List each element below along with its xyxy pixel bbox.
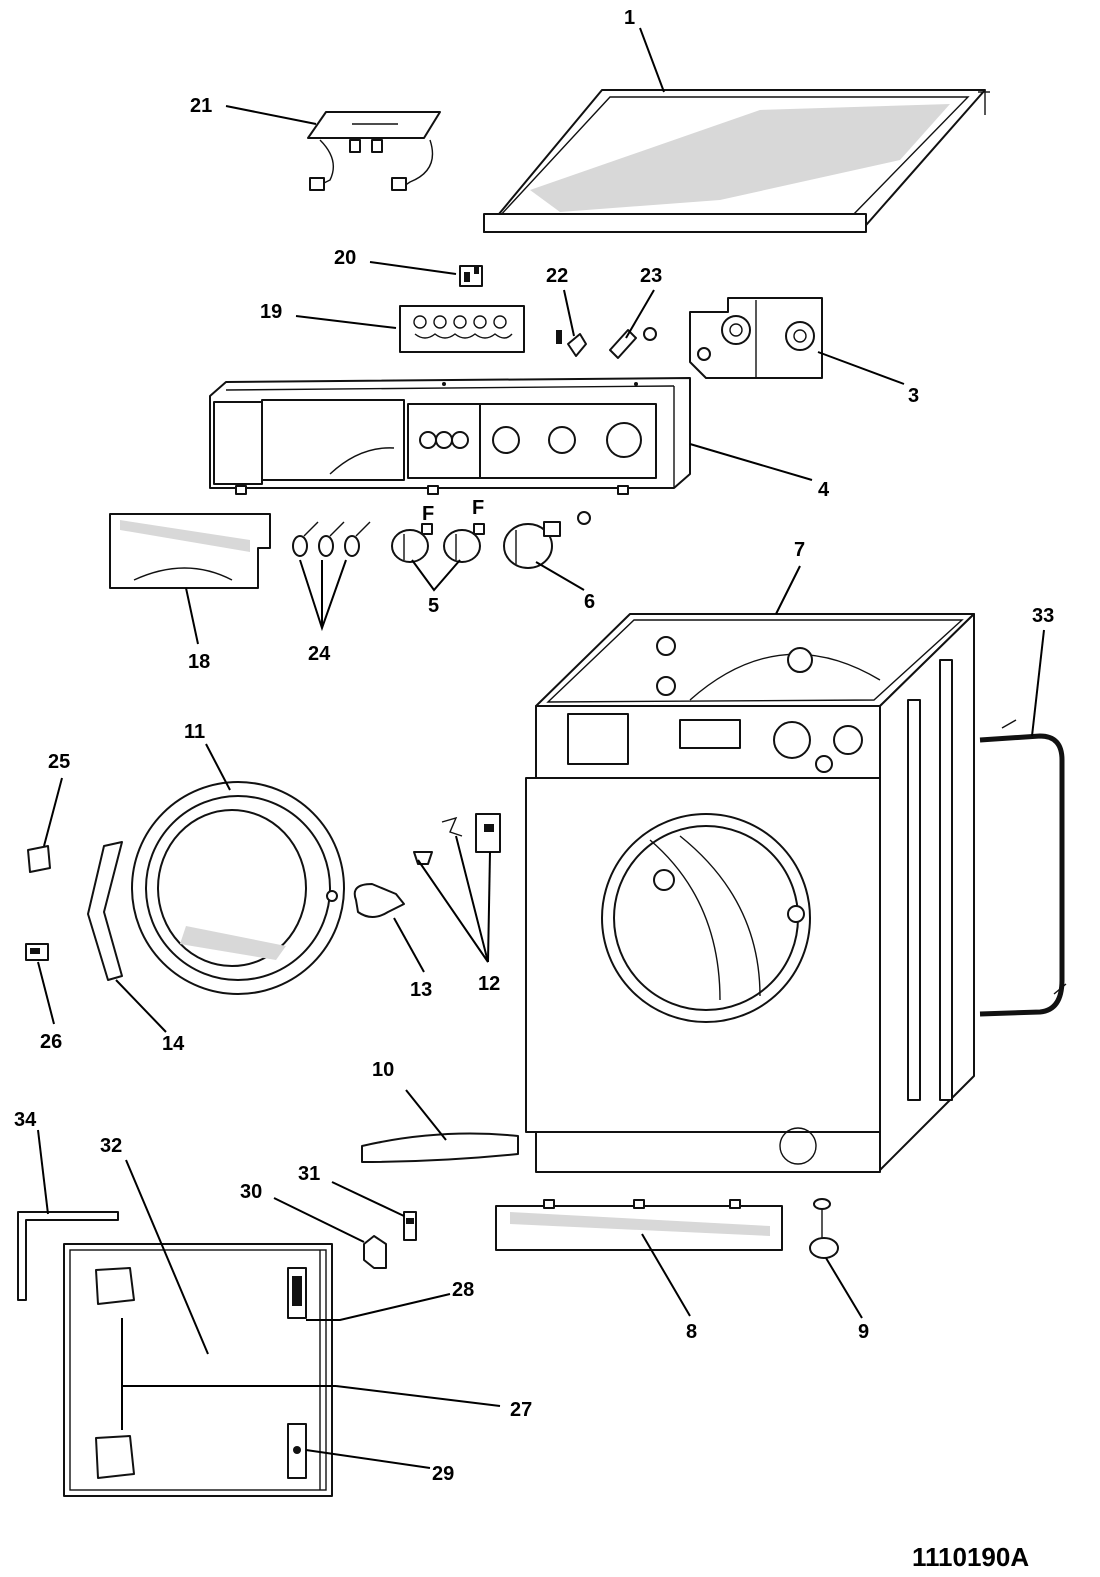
seal-wire-part (979, 719, 1067, 1017)
kickplate-part (495, 1199, 783, 1251)
adjustable-foot-part (809, 1198, 839, 1259)
hook-part-25 (27, 845, 51, 873)
trim-strip-part (17, 1211, 119, 1301)
clip-part-31 (403, 1211, 417, 1241)
callout-12: 12 (478, 973, 500, 995)
top-bracket-part (307, 111, 441, 191)
selector-knobs-part: F F (391, 497, 485, 563)
callout-3: 3 (908, 385, 919, 407)
callout-labels: 1 3 4 5 6 7 8 9 10 11 12 13 14 18 19 20 … (14, 7, 1054, 1485)
door-handle-part (353, 883, 405, 918)
callout-7: 7 (794, 539, 805, 561)
callout-11: 11 (184, 721, 205, 743)
callout-25: 25 (48, 751, 70, 773)
door-hinge-part (87, 841, 123, 981)
callout-26: 26 (40, 1031, 62, 1053)
bracket-part-30 (363, 1235, 387, 1269)
clip-part-20 (459, 265, 483, 287)
callout-9: 9 (858, 1321, 869, 1343)
callout-4: 4 (818, 479, 830, 501)
callout-29: 29 (432, 1463, 454, 1485)
svg-text:F: F (472, 497, 484, 519)
callout-6: 6 (584, 591, 595, 613)
push-buttons-part (292, 521, 371, 557)
callout-34: 34 (14, 1109, 37, 1131)
diagram-reference-code: 1110190A (912, 1542, 1029, 1572)
callout-32: 32 (100, 1135, 122, 1157)
indicator-board-part (399, 305, 525, 353)
detergent-drawer-part (109, 513, 271, 589)
callout-24: 24 (308, 643, 331, 665)
switch-part-22 (556, 330, 587, 357)
callout-1: 1 (624, 7, 635, 29)
callout-19: 19 (260, 301, 282, 323)
callout-8: 8 (686, 1321, 697, 1343)
callout-18: 18 (188, 651, 210, 673)
callout-30: 30 (240, 1181, 262, 1203)
callout-33: 33 (1032, 605, 1054, 627)
callout-28: 28 (452, 1279, 474, 1301)
leader-lines (37, 27, 1045, 1469)
callout-20: 20 (334, 247, 356, 269)
top-cover-part (483, 89, 990, 233)
callout-21: 21 (190, 95, 212, 117)
cabinet-part (525, 613, 975, 1173)
svg-text:F: F (422, 503, 434, 525)
integration-door-panel-part (63, 1243, 333, 1497)
timer-bracket-part (689, 297, 823, 379)
callout-23: 23 (640, 265, 662, 287)
catch-part-26 (25, 943, 49, 961)
plinth-lid-part (361, 1132, 519, 1163)
door-frame-part (131, 781, 345, 995)
callout-5: 5 (428, 595, 439, 617)
callout-27: 27 (510, 1399, 532, 1421)
programme-knob-part (503, 511, 591, 569)
callout-13: 13 (410, 979, 432, 1001)
callout-31: 31 (298, 1163, 320, 1185)
callout-10: 10 (372, 1059, 394, 1081)
switch-part-23 (609, 327, 657, 359)
control-panel-part (209, 377, 691, 495)
callout-22: 22 (546, 265, 568, 287)
callout-14: 14 (162, 1033, 185, 1055)
